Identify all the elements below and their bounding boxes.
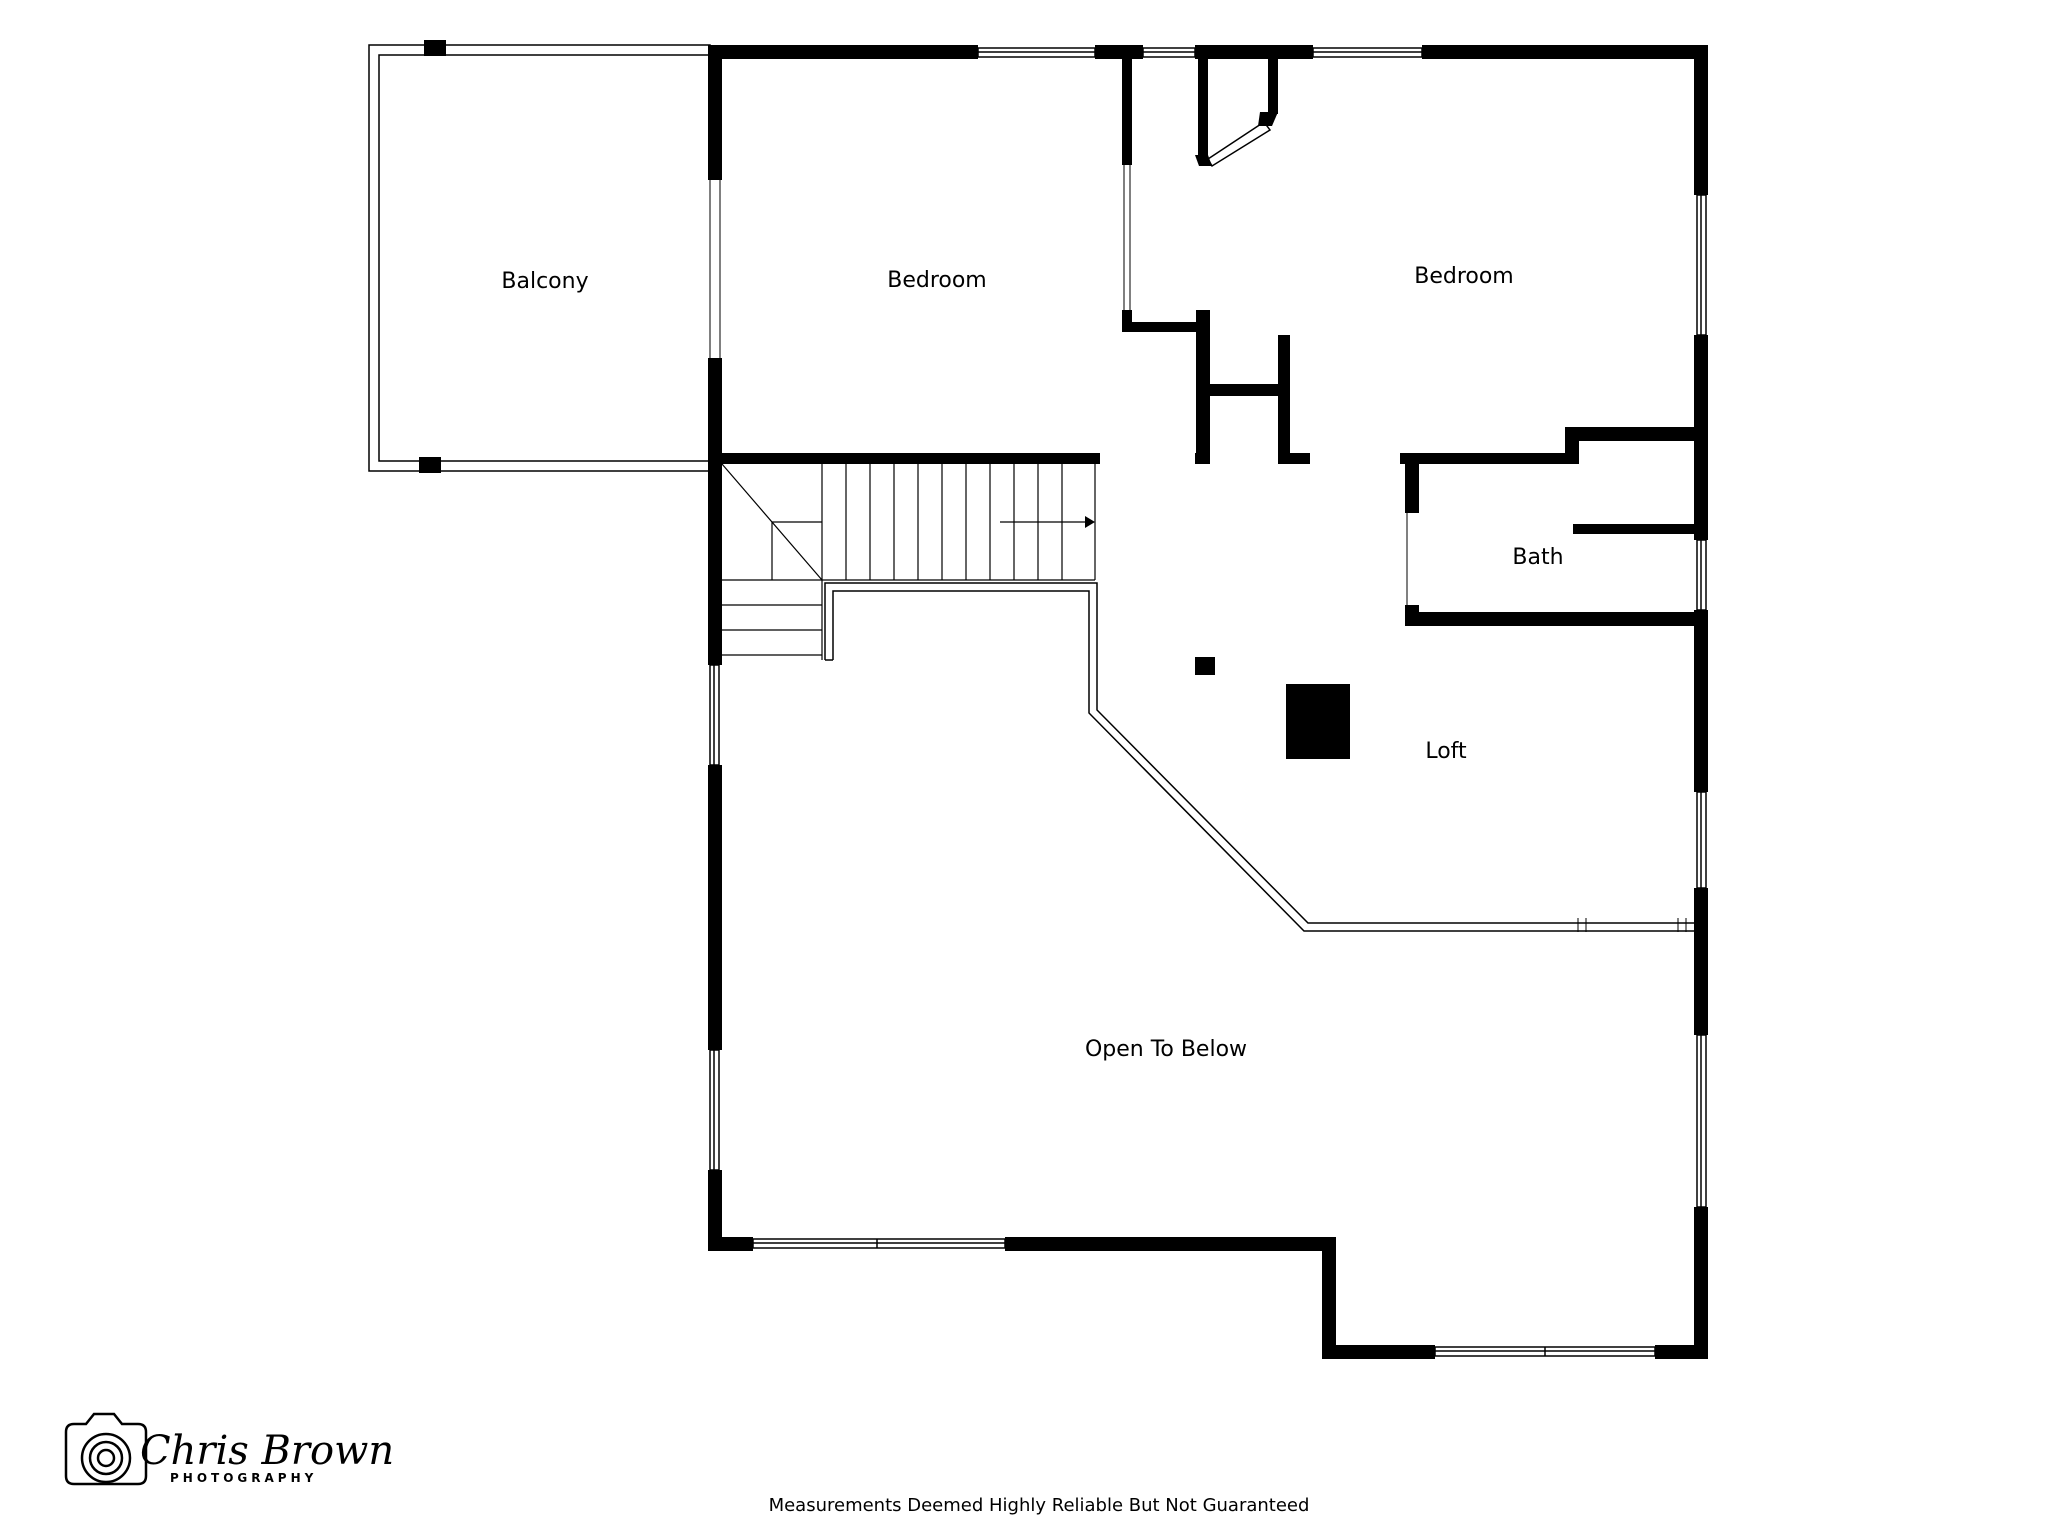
room-label-bath: Bath	[1512, 545, 1563, 570]
camera-icon	[64, 1412, 148, 1486]
room-label-bedroom-2: Bedroom	[1414, 264, 1514, 289]
disclaimer: Measurements Deemed Highly Reliable But …	[769, 1495, 1310, 1516]
balcony-outline	[368, 44, 711, 472]
column	[1195, 657, 1215, 675]
balcony-post	[419, 457, 441, 473]
closet-opening	[1123, 165, 1131, 310]
exterior-walls	[708, 45, 1708, 1359]
logo: Chris Brown PHOTOGRAPHY	[64, 1412, 394, 1486]
windows	[709, 47, 1707, 1357]
wall-openings	[707, 44, 1709, 1360]
logo-tagline: PHOTOGRAPHY	[170, 1471, 317, 1485]
interior-walls	[722, 59, 1708, 626]
balcony-door	[709, 180, 721, 358]
room-label-balcony: Balcony	[501, 269, 588, 294]
railing-window	[1577, 918, 1687, 932]
logo-name: Chris Brown	[140, 1428, 394, 1474]
stair-arrow-icon	[1085, 516, 1095, 528]
railing	[824, 582, 1694, 932]
staircase	[721, 463, 1096, 660]
room-label-loft: Loft	[1425, 739, 1467, 764]
closet-door	[1195, 112, 1278, 168]
chimney	[1286, 684, 1350, 759]
room-label-open-to-below: Open To Below	[1085, 1037, 1247, 1062]
room-label-bedroom-1: Bedroom	[887, 268, 987, 293]
balcony-post	[424, 40, 446, 56]
